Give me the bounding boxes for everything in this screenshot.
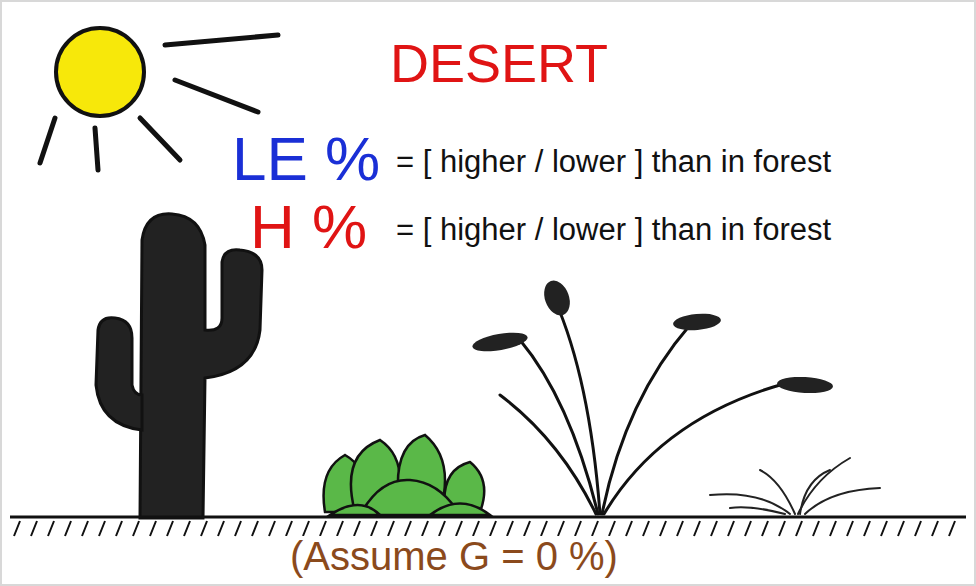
comparison-text: = [ higher / lower ] than in forest bbox=[396, 146, 831, 177]
ground-line bbox=[10, 517, 966, 536]
latent-heat-label: LE % bbox=[232, 128, 380, 190]
sensible-heat-label: H % bbox=[250, 196, 367, 258]
title: DESERT bbox=[390, 36, 608, 90]
flowering-plant bbox=[471, 277, 833, 514]
succulent bbox=[324, 435, 490, 515]
assumption-note: (Assume G = 0 %) bbox=[286, 536, 622, 576]
comparison-text: = [ higher / lower ] than in forest bbox=[396, 214, 831, 245]
cactus bbox=[96, 214, 262, 518]
grass-tuft bbox=[710, 458, 880, 514]
